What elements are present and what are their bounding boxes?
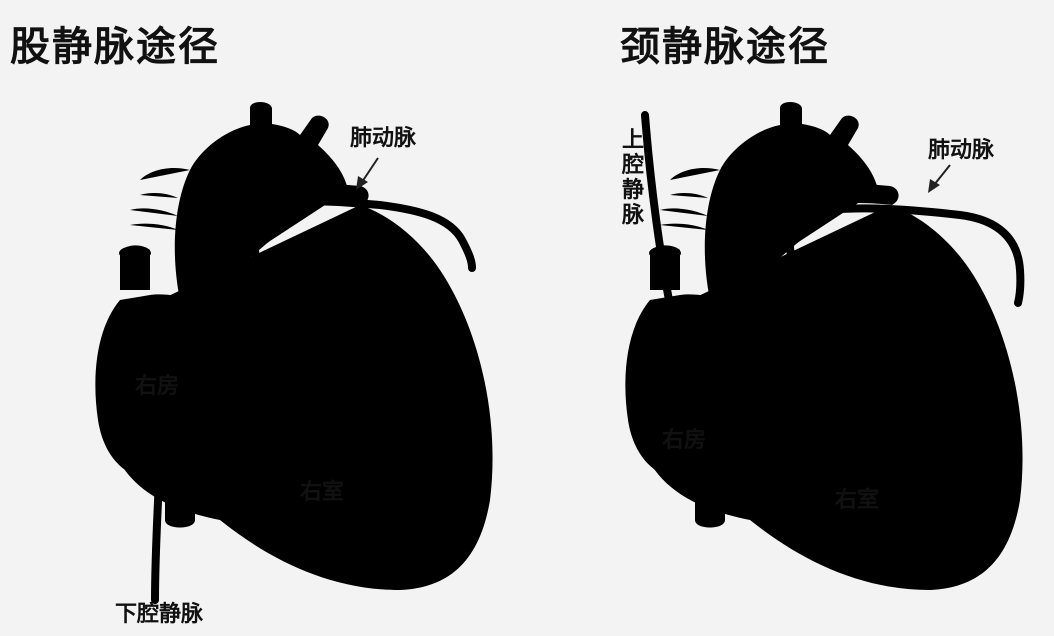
label-inferior-vena-cava: 下腔静脉 (115, 602, 204, 627)
label-pulmonary-artery-right: 肺动脉 (928, 138, 995, 163)
label-right-atrium-left: 右房 (135, 374, 180, 399)
panel-title-jugular: 颈静脉途径 (620, 24, 830, 70)
catheter-path-femoral (151, 197, 476, 604)
catheter-path-jugular (641, 111, 1025, 461)
panel-title-femoral: 股静脉途径 (10, 24, 220, 70)
label-right-atrium-right: 右房 (662, 428, 707, 453)
label-right-ventricle-left: 右室 (300, 480, 345, 505)
pulmonary-artery-pointer-left (356, 157, 379, 190)
label-superior-vena-cava: 上腔静脉 (622, 128, 645, 228)
label-pulmonary-artery-left: 肺动脉 (350, 126, 417, 151)
pulmonary-artery-pointer-right (928, 164, 951, 193)
label-right-ventricle-right: 右室 (835, 488, 880, 513)
